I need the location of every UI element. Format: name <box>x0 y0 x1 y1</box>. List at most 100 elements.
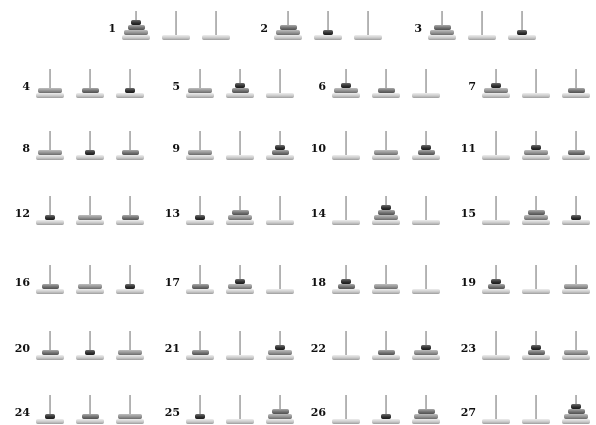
peg-base <box>372 93 400 98</box>
peg-base <box>332 419 360 424</box>
peg-2 <box>226 66 254 98</box>
peg-base <box>562 419 590 424</box>
medium-disk <box>122 215 139 220</box>
rod <box>239 331 241 357</box>
peg-1 <box>332 392 360 424</box>
configuration-1: 1 <box>96 8 236 40</box>
peg-base <box>372 155 400 160</box>
peg-1 <box>36 193 64 225</box>
rod <box>279 265 281 291</box>
peg-1 <box>482 392 510 424</box>
peg-3 <box>202 8 230 40</box>
peg-2 <box>372 66 400 98</box>
medium-disk <box>82 88 99 93</box>
medium-disk <box>280 25 297 30</box>
configuration-17: 17 <box>160 262 300 294</box>
configuration-4: 4 <box>10 66 150 98</box>
large-disk <box>524 215 548 220</box>
peg-3 <box>412 328 440 360</box>
peg-2 <box>226 128 254 160</box>
peg-base <box>76 289 104 294</box>
configuration-number: 20 <box>8 342 30 355</box>
peg-base <box>266 355 294 360</box>
peg-base <box>372 419 400 424</box>
peg-base <box>226 419 254 424</box>
rod <box>239 395 241 421</box>
configuration-number: 27 <box>454 406 476 419</box>
peg-base <box>116 220 144 225</box>
rod <box>495 395 497 421</box>
peg-base <box>76 93 104 98</box>
configuration-19: 19 <box>456 262 596 294</box>
peg-2 <box>76 328 104 360</box>
large-disk <box>268 350 292 355</box>
peg-base <box>332 289 360 294</box>
peg-base <box>226 155 254 160</box>
rod <box>425 265 427 291</box>
peg-1 <box>482 328 510 360</box>
rod <box>535 265 537 291</box>
peg-3 <box>562 328 590 360</box>
large-disk <box>374 215 398 220</box>
medium-disk <box>272 409 289 414</box>
peg-2 <box>76 66 104 98</box>
peg-3 <box>116 328 144 360</box>
large-disk <box>334 88 358 93</box>
small-disk <box>421 145 431 150</box>
peg-base <box>354 35 382 40</box>
small-disk <box>131 20 141 25</box>
peg-1 <box>36 66 64 98</box>
peg-3 <box>116 193 144 225</box>
small-disk <box>275 145 285 150</box>
peg-2 <box>226 193 254 225</box>
configuration-9: 9 <box>160 128 300 160</box>
medium-disk <box>434 25 451 30</box>
rod <box>535 69 537 95</box>
small-disk <box>571 215 581 220</box>
peg-base <box>332 93 360 98</box>
peg-1 <box>36 128 64 160</box>
peg-base <box>468 35 496 40</box>
medium-disk <box>42 350 59 355</box>
configuration-number: 8 <box>8 142 30 155</box>
peg-base <box>428 35 456 40</box>
peg-base <box>412 419 440 424</box>
configuration-8: 8 <box>10 128 150 160</box>
peg-base <box>332 155 360 160</box>
large-disk <box>430 30 454 35</box>
peg-1 <box>482 66 510 98</box>
large-disk <box>38 150 62 155</box>
medium-disk <box>122 150 139 155</box>
small-disk <box>491 83 501 88</box>
medium-disk <box>568 88 585 93</box>
configuration-number: 16 <box>8 276 30 289</box>
peg-1 <box>482 193 510 225</box>
peg-3 <box>116 392 144 424</box>
configuration-6: 6 <box>306 66 446 98</box>
peg-2 <box>162 8 190 40</box>
peg-3 <box>266 66 294 98</box>
peg-base <box>562 220 590 225</box>
peg-base <box>562 355 590 360</box>
large-disk <box>524 150 548 155</box>
configuration-22: 22 <box>306 328 446 360</box>
peg-base <box>36 289 64 294</box>
rod <box>481 11 483 37</box>
large-disk <box>188 88 212 93</box>
peg-base <box>412 93 440 98</box>
small-disk <box>275 345 285 350</box>
configuration-number: 14 <box>304 207 326 220</box>
peg-2 <box>522 193 550 225</box>
peg-base <box>266 93 294 98</box>
peg-1 <box>428 8 456 40</box>
configuration-24: 24 <box>10 392 150 424</box>
configuration-10: 10 <box>306 128 446 160</box>
peg-2 <box>226 262 254 294</box>
configuration-26: 26 <box>306 392 446 424</box>
peg-1 <box>332 128 360 160</box>
peg-3 <box>562 392 590 424</box>
peg-base <box>482 93 510 98</box>
peg-2 <box>522 328 550 360</box>
peg-3 <box>562 128 590 160</box>
